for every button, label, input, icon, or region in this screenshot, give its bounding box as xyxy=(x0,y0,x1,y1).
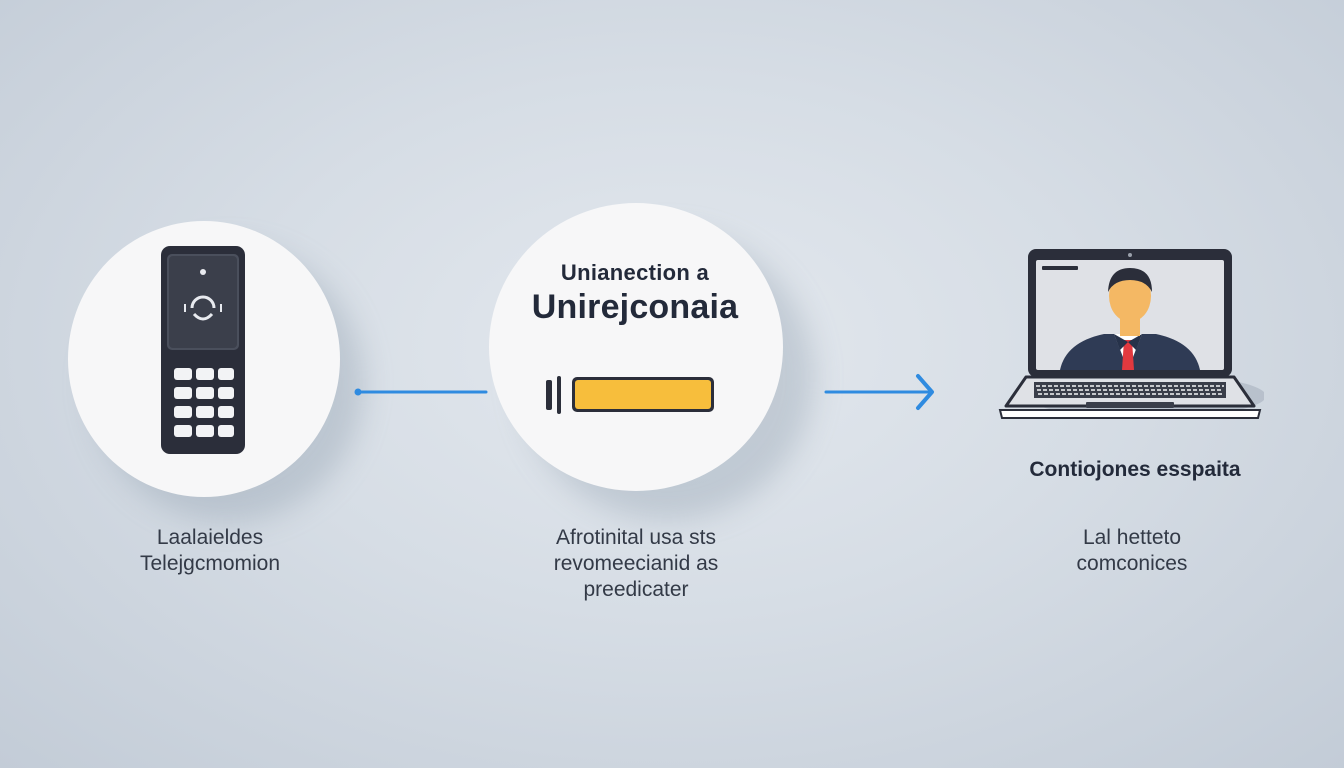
center-title-line2: Unirejconaia xyxy=(531,288,739,326)
left-caption: Laalaieldes Telejgcmomion xyxy=(100,525,320,577)
laptop-video-call-icon xyxy=(998,249,1264,419)
center-title-line1: Unianection a xyxy=(560,260,710,285)
center-caption-line2: revomeecianid as xyxy=(553,552,719,575)
center-caption-line3: preedicater xyxy=(583,578,689,601)
left-caption-line1: Laalaieldes xyxy=(156,526,264,549)
center-caption-line1: Afrotinital usa sts xyxy=(556,526,716,549)
right-caption-line1: Lal hetteto xyxy=(1082,526,1182,549)
right-caption: Lal hetteto comconices xyxy=(1020,525,1244,577)
arrow-right-icon xyxy=(824,374,934,410)
center-caption: Afrotinital usa sts revomeecianid as pre… xyxy=(500,525,772,603)
mobile-phone-icon xyxy=(161,246,245,454)
right-caption-line2: comconices xyxy=(1076,552,1188,575)
laptop-node-title: Contiojones esspaita xyxy=(1029,458,1241,481)
connector-line xyxy=(354,388,488,396)
left-caption-line2: Telejgcmomion xyxy=(139,552,281,575)
center-node-circle xyxy=(489,203,783,491)
progress-bar xyxy=(546,376,714,414)
progress-fill xyxy=(575,380,711,409)
